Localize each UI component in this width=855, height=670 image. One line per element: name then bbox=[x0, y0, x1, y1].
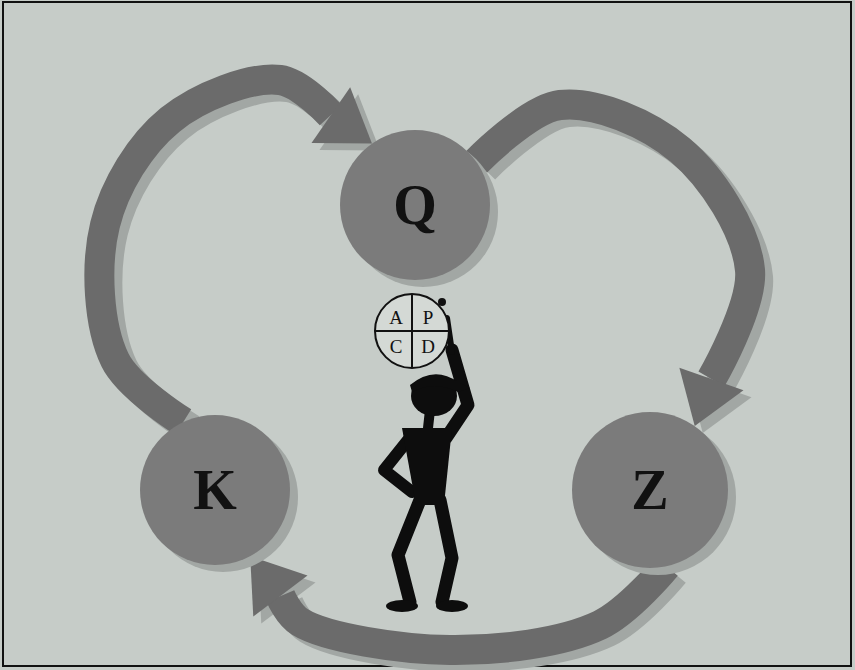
arrow-shadow bbox=[258, 563, 674, 657]
cycle-arrow bbox=[99, 80, 380, 429]
arrow-body bbox=[476, 104, 750, 426]
arrow-body bbox=[250, 556, 666, 650]
node-letter: K bbox=[193, 462, 237, 518]
pdca-letter: D bbox=[421, 337, 435, 356]
cycle-arrow bbox=[250, 556, 674, 657]
arrow-band bbox=[99, 80, 330, 422]
arrow-head bbox=[679, 368, 743, 426]
arrow-head bbox=[250, 556, 307, 616]
node-letter: Q bbox=[393, 177, 437, 233]
pdca-wheel bbox=[375, 294, 449, 368]
pdca-letter: C bbox=[390, 337, 403, 356]
frame bbox=[3, 2, 851, 666]
circle-node: Z bbox=[572, 412, 728, 568]
cycle-arrow bbox=[476, 104, 758, 433]
arrow-body bbox=[99, 80, 372, 422]
pdca-letter: A bbox=[389, 308, 403, 327]
circle-node: Q bbox=[340, 130, 490, 280]
arrow-shadow bbox=[484, 111, 758, 433]
pdca-letter: P bbox=[423, 308, 434, 327]
node-letter: Z bbox=[631, 462, 668, 518]
circle-node: K bbox=[140, 415, 290, 565]
arrow-band bbox=[476, 104, 750, 378]
arrow-band bbox=[280, 566, 666, 650]
stick-figure-body bbox=[386, 374, 470, 612]
arrow-head bbox=[312, 87, 372, 143]
